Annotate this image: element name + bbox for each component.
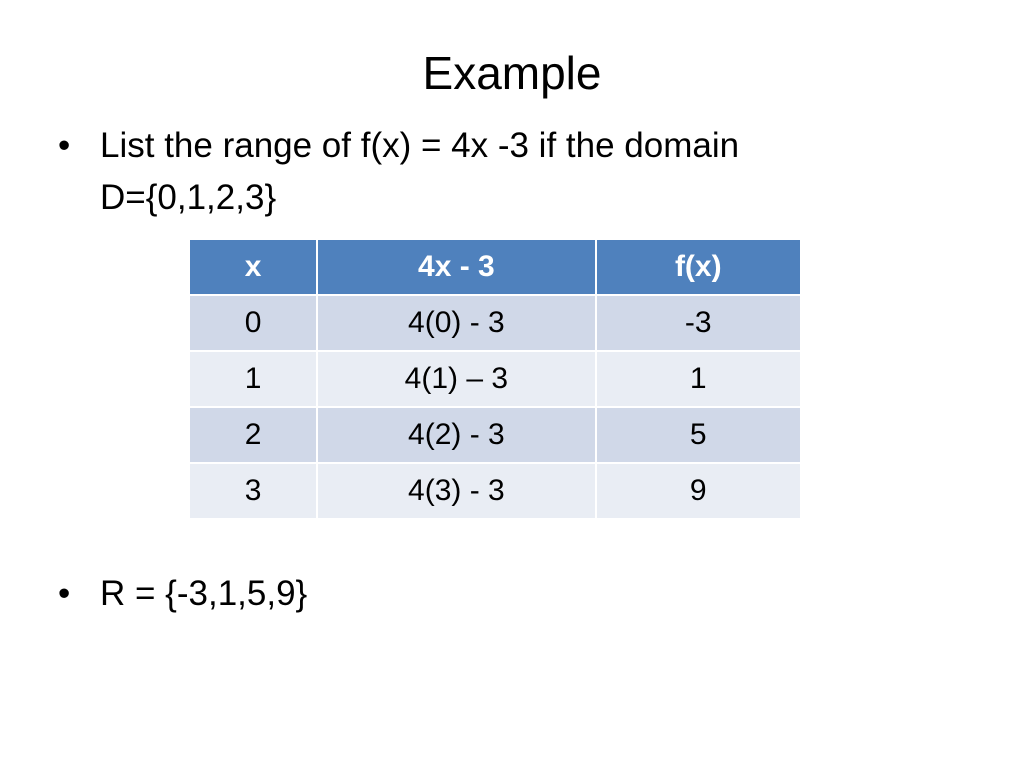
table-cell-x: 0 <box>187 294 319 352</box>
slide-title: Example <box>422 47 602 99</box>
bullet-item-question: • List the range of f(x) = 4x -3 if the … <box>58 120 739 224</box>
table-header-expression: 4x - 3 <box>316 238 597 296</box>
table-cell-expression: 4(3) - 3 <box>316 462 597 520</box>
bullet-text-line: List the range of f(x) = 4x -3 if the do… <box>100 126 740 165</box>
table-header-fx: f(x) <box>594 238 803 296</box>
table-row: 2 4(2) - 3 5 <box>187 406 803 464</box>
function-table: x 4x - 3 f(x) 0 4(0) - 3 -3 1 4(1) – 3 1… <box>187 238 803 520</box>
table-cell-fx: 5 <box>594 406 803 464</box>
bullet-text-line: R = {-3,1,5,9} <box>100 574 308 613</box>
bullet-icon: • <box>58 126 71 165</box>
table-row: 1 4(1) – 3 1 <box>187 350 803 408</box>
table-cell-x: 1 <box>187 350 319 408</box>
bullet-text-line: D={0,1,2,3} <box>100 178 277 217</box>
bullet-text: R = {-3,1,5,9} <box>100 568 307 620</box>
table-cell-x: 3 <box>187 462 319 520</box>
table-header-x: x <box>187 238 319 296</box>
table-cell-expression: 4(1) – 3 <box>316 350 597 408</box>
table-cell-fx: -3 <box>594 294 803 352</box>
table-cell-x: 2 <box>187 406 319 464</box>
table-cell-expression: 4(2) - 3 <box>316 406 597 464</box>
table-header-row: x 4x - 3 f(x) <box>187 238 803 296</box>
bullet-item-answer: • R = {-3,1,5,9} <box>58 568 307 620</box>
table-cell-fx: 1 <box>594 350 803 408</box>
bullet-text: List the range of f(x) = 4x -3 if the do… <box>100 120 739 224</box>
bullet-icon: • <box>58 574 71 613</box>
table-row: 3 4(3) - 3 9 <box>187 462 803 520</box>
table-row: 0 4(0) - 3 -3 <box>187 294 803 352</box>
table-cell-expression: 4(0) - 3 <box>316 294 597 352</box>
table-cell-fx: 9 <box>594 462 803 520</box>
